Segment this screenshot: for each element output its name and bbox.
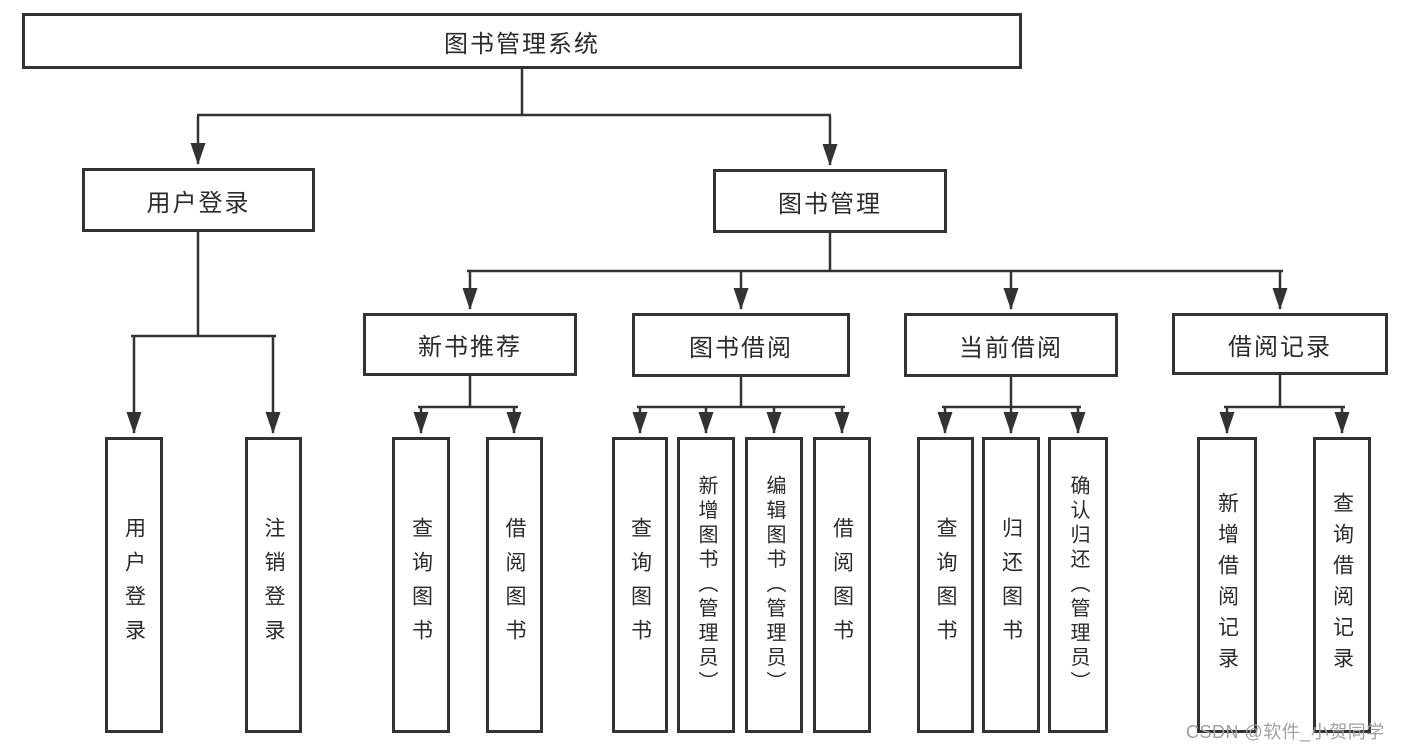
- node-new-book-recommendation-label: 新书推荐: [418, 334, 522, 361]
- node-book-management: 图书管理: [713, 169, 947, 233]
- leaf-borrow-books-recommend-label: 借阅图书: [503, 517, 526, 653]
- leaf-query-borrow-record: 查询借阅记录: [1313, 437, 1371, 733]
- node-borrowing-records-label: 借阅记录: [1228, 333, 1332, 361]
- leaf-query-books-borrow-label: 查询图书: [628, 517, 652, 653]
- leaf-borrow-books-label: 借阅图书: [830, 517, 854, 653]
- leaf-add-books-admin: 新增图书（管理员）: [677, 437, 735, 733]
- node-book-management-label: 图书管理: [778, 190, 882, 218]
- node-new-book-recommendation: 新书推荐: [363, 313, 577, 376]
- leaf-user-login: 用户登录: [105, 437, 163, 733]
- leaf-query-borrow-record-label: 查询借阅记录: [1330, 492, 1354, 678]
- leaf-query-books-borrow: 查询图书: [612, 437, 668, 733]
- leaf-query-books-current-label: 查询图书: [934, 517, 957, 653]
- leaf-edit-books-admin: 编辑图书（管理员）: [745, 437, 803, 733]
- node-user-login-label: 用户登录: [146, 189, 251, 217]
- leaf-edit-books-admin-label: 编辑图书（管理员）: [763, 474, 785, 696]
- node-root: 图书管理系统: [22, 13, 1022, 69]
- leaf-query-books-recommend: 查询图书: [392, 437, 450, 733]
- node-root-label: 图书管理系统: [444, 30, 600, 58]
- node-current-borrowing: 当前借阅: [904, 313, 1118, 377]
- node-borrowing-records: 借阅记录: [1172, 313, 1388, 375]
- leaf-query-books-recommend-label: 查询图书: [409, 517, 433, 653]
- leaf-logout-label: 注销登录: [262, 517, 285, 653]
- leaf-add-borrow-record-label: 新增借阅记录: [1215, 492, 1239, 678]
- leaf-logout: 注销登录: [245, 437, 302, 733]
- node-current-borrowing-label: 当前借阅: [959, 334, 1063, 362]
- node-book-borrowing-label: 图书借阅: [689, 334, 793, 362]
- leaf-query-books-current: 查询图书: [917, 437, 974, 733]
- leaf-add-borrow-record: 新增借阅记录: [1197, 437, 1257, 733]
- leaf-return-books-label: 归还图书: [999, 517, 1023, 653]
- leaf-borrow-books: 借阅图书: [813, 437, 871, 733]
- node-user-login: 用户登录: [82, 168, 315, 232]
- leaf-user-login-label: 用户登录: [122, 517, 146, 653]
- node-book-borrowing: 图书借阅: [632, 313, 850, 377]
- leaf-confirm-return-admin: 确认归还（管理员）: [1048, 437, 1108, 733]
- leaf-confirm-return-admin-label: 确认归还（管理员）: [1067, 474, 1089, 696]
- csdn-watermark: CSDN @软件_小贺同学: [1186, 722, 1385, 742]
- connector-group-root: [126, 66, 1350, 434]
- leaf-borrow-books-recommend: 借阅图书: [486, 437, 543, 733]
- leaf-return-books: 归还图书: [982, 437, 1040, 733]
- leaf-add-books-admin-label: 新增图书（管理员）: [695, 474, 717, 696]
